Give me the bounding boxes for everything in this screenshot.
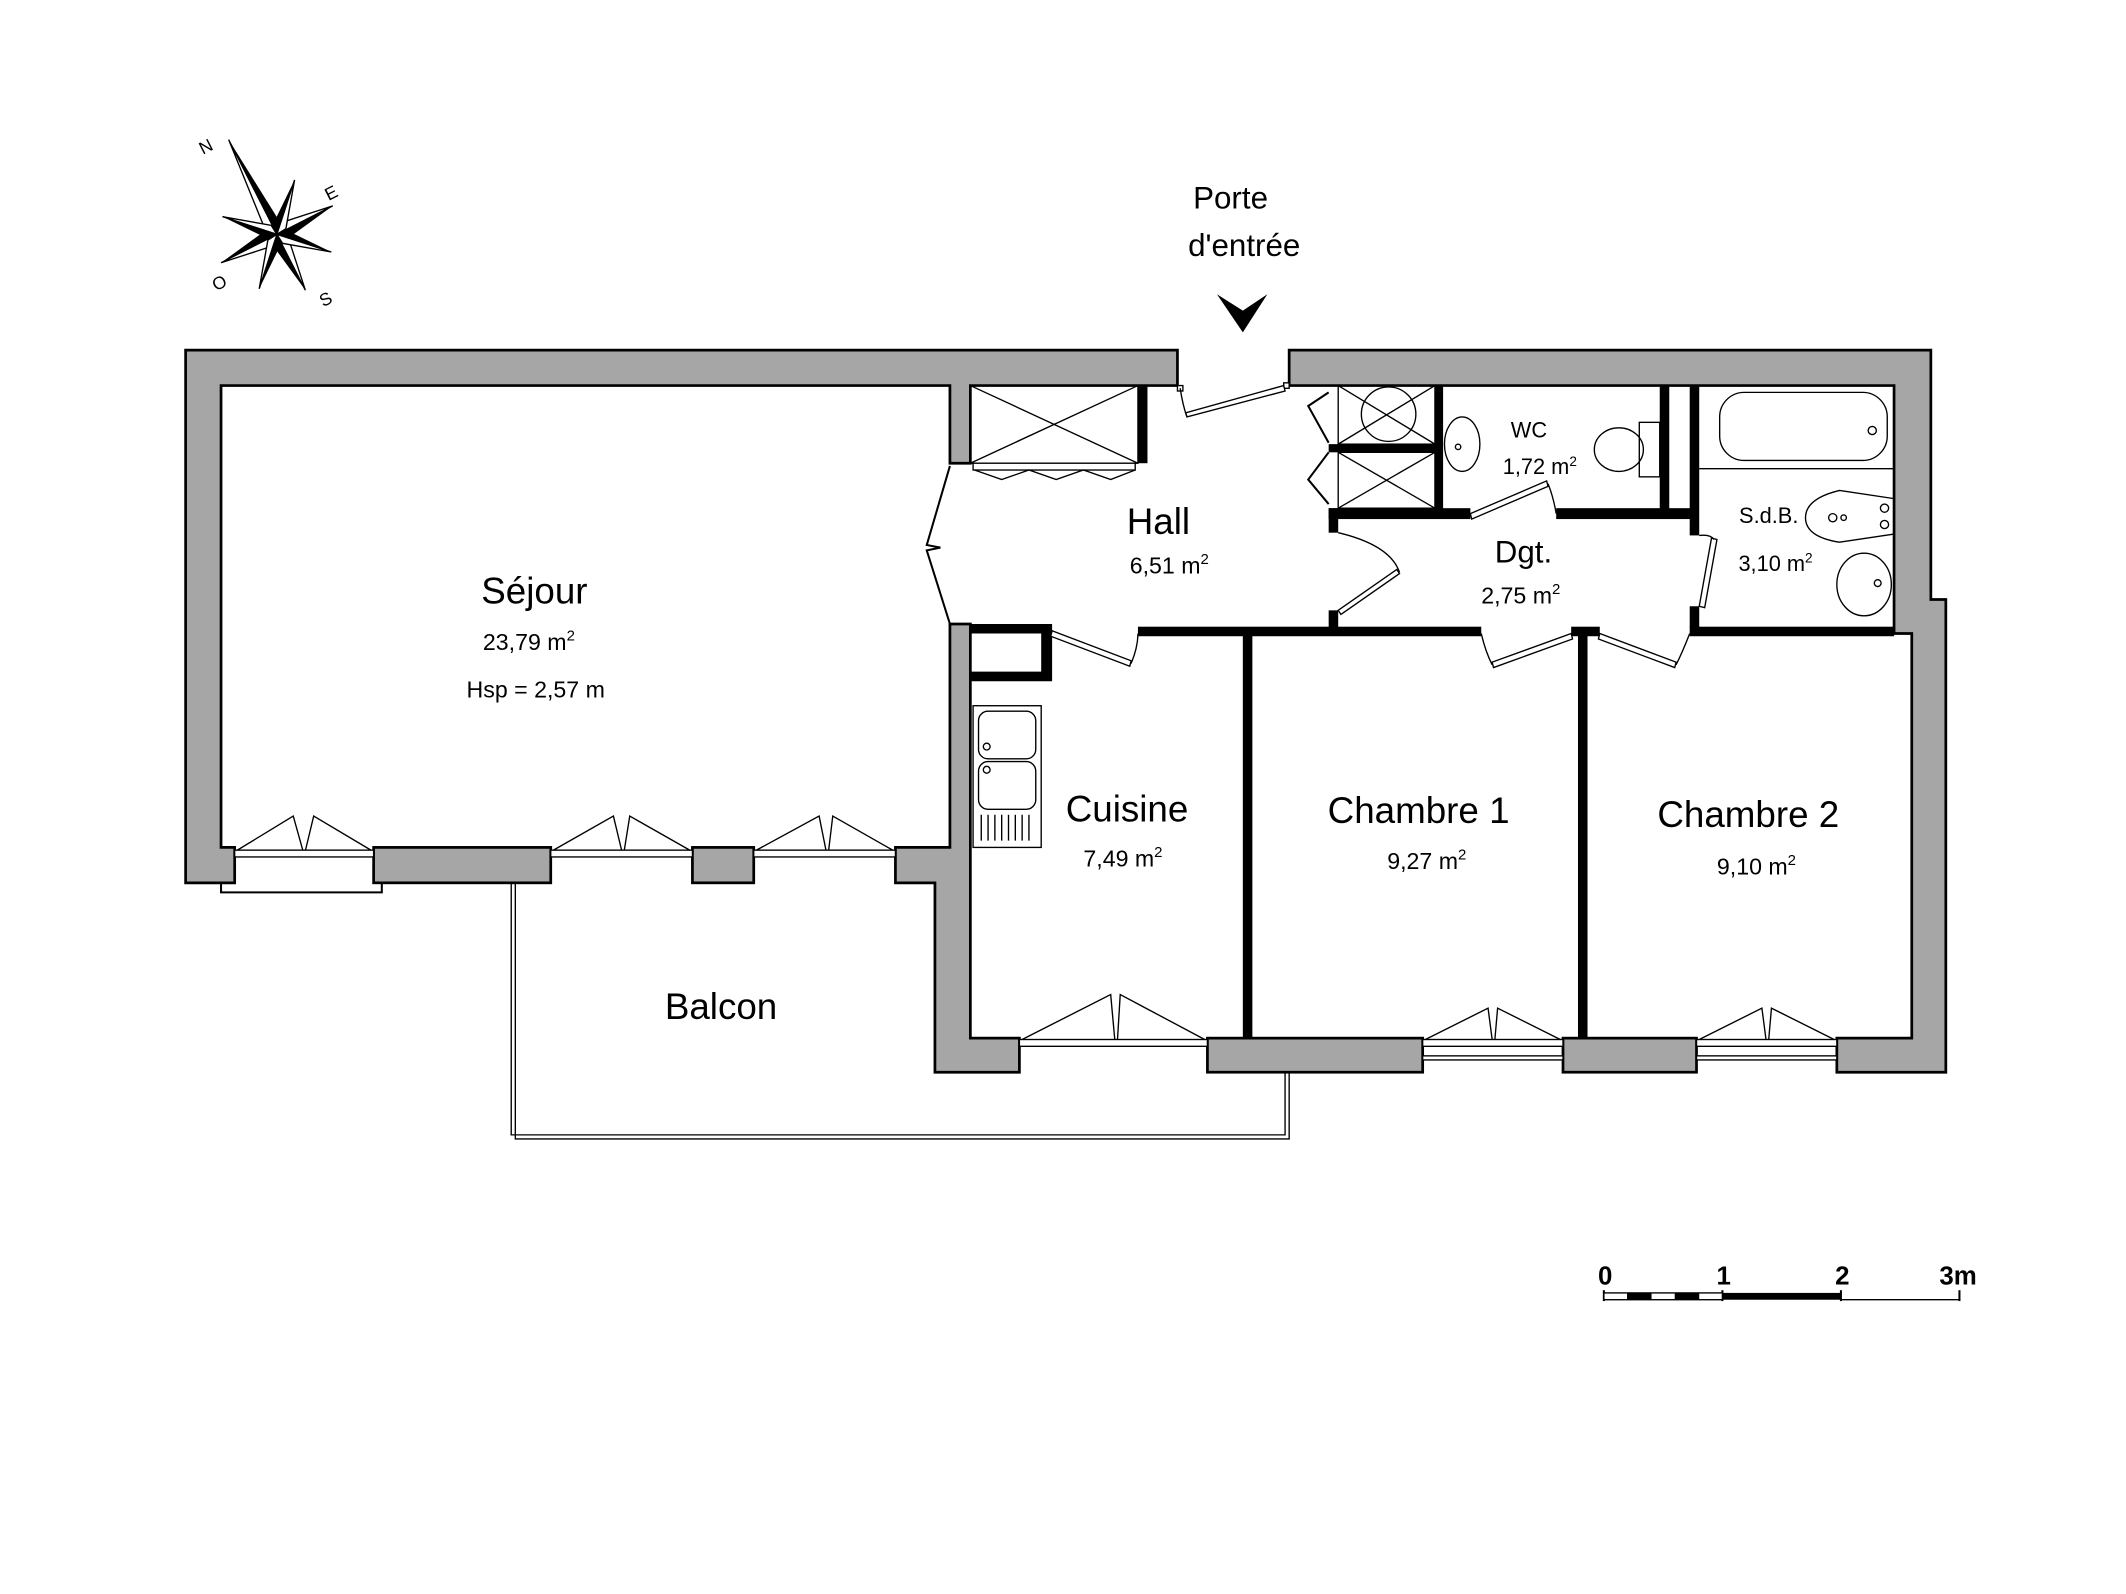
room-area: 23,79 m2	[483, 627, 575, 655]
toilet-icon	[1593, 421, 1661, 478]
room-wc: WC 1,72 m2	[1503, 417, 1577, 479]
washbasin-icon	[1443, 416, 1481, 473]
room-name: WC	[1511, 417, 1547, 442]
room-name: S.d.B.	[1739, 503, 1798, 528]
room-name: Dgt.	[1495, 535, 1552, 570]
compass-north-label: N	[196, 135, 216, 159]
balcony-railing	[510, 882, 1290, 1140]
compass-east-label: E	[321, 181, 341, 204]
room-chambre-2: Chambre 2 9,10 m2	[1657, 794, 1839, 880]
room-area: 3,10 m2	[1738, 551, 1812, 576]
room-name: Hall	[1127, 501, 1190, 542]
scale-label-3m: 3m	[1939, 1263, 1976, 1291]
windows	[233, 814, 1838, 1061]
arrow-down-icon	[1216, 294, 1268, 333]
room-name: Cuisine	[1066, 789, 1189, 830]
room-name: Chambre 1	[1328, 790, 1510, 831]
room-name: Séjour	[481, 571, 587, 612]
scale-label-1: 1	[1717, 1263, 1731, 1291]
scale-label-2: 2	[1835, 1263, 1849, 1291]
room-dgt: Dgt. 2,75 m2	[1481, 535, 1560, 609]
room-balcon: Balcon	[665, 986, 777, 1027]
entrance-label-line2: d'entrée	[1188, 228, 1300, 263]
room-area: 2,75 m2	[1481, 581, 1560, 609]
scale-label-0: 0	[1598, 1263, 1612, 1291]
room-area: 9,10 m2	[1717, 852, 1796, 880]
hall-closet	[969, 384, 1139, 481]
room-area: 6,51 m2	[1130, 551, 1209, 579]
compass-south-label: S	[316, 288, 336, 311]
room-hall: Hall 6,51 m2	[1127, 501, 1209, 579]
exterior-walls	[184, 348, 1948, 1074]
utility-closets	[1306, 384, 1436, 509]
bidet-icon	[1804, 489, 1895, 543]
scale-bar: 0 1 2 3m	[1598, 1263, 1977, 1302]
room-area: 7,49 m2	[1083, 844, 1162, 872]
doors	[925, 382, 1718, 669]
room-chambre-1: Chambre 1 9,27 m2	[1328, 790, 1510, 874]
kitchen-sink-icon	[972, 705, 1042, 849]
ceiling-height: Hsp = 2,57 m	[467, 677, 605, 703]
room-area: 1,72 m2	[1503, 454, 1577, 479]
entrance-label-line1: Porte	[1193, 180, 1268, 215]
room-name: Chambre 2	[1657, 794, 1839, 835]
bathroom-sink-icon	[1836, 552, 1893, 617]
room-sdb: S.d.B. 3,10 m2	[1738, 503, 1812, 576]
room-sejour: Séjour 23,79 m2 Hsp = 2,57 m	[467, 571, 605, 703]
compass-rose-icon: N E S O	[196, 135, 342, 311]
room-area: 9,27 m2	[1387, 847, 1466, 875]
interior-partitions	[970, 385, 1895, 1039]
bathtub-icon	[1699, 391, 1895, 470]
compass-west-label: O	[209, 271, 230, 295]
room-name: Balcon	[665, 986, 777, 1027]
room-cuisine: Cuisine 7,49 m2	[1066, 789, 1189, 872]
